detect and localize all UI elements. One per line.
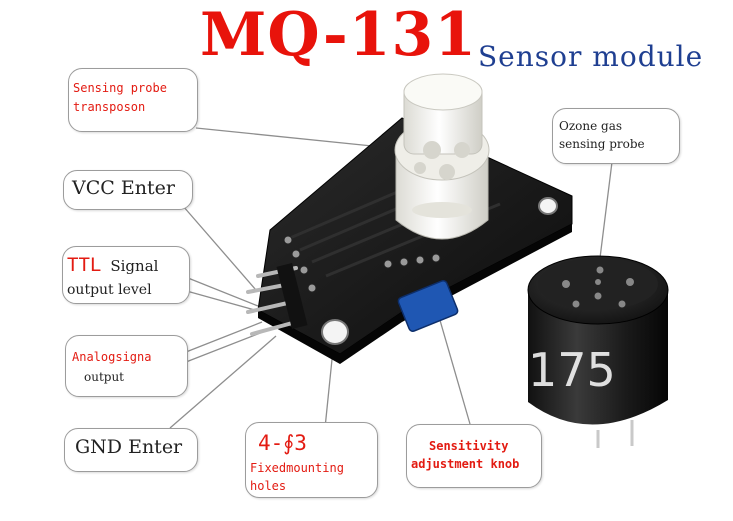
- callout-ozone-line1: Ozone gas: [559, 119, 623, 133]
- leader-ttl-1: [182, 275, 259, 307]
- callout-mount-line1: 4-∮3: [258, 431, 307, 455]
- callout-ttl: TTL Signal output level: [62, 246, 190, 304]
- leader-ozone: [599, 161, 613, 259]
- callout-mounting-holes: 4-∮3 Fixedmounting holes: [245, 422, 378, 498]
- ozone-probe: [527, 255, 669, 448]
- callout-gnd-text: GND Enter: [75, 436, 183, 458]
- callout-vcc-text: VCC Enter: [72, 177, 175, 199]
- callout-analog: Analogsigna output: [65, 335, 188, 397]
- potentiometer: [397, 280, 459, 332]
- callout-vcc: VCC Enter: [63, 170, 193, 210]
- callout-sensing-probe: Sensing probe transposon: [68, 68, 198, 132]
- mounting-hole-right: [538, 197, 558, 215]
- leader-ttl-2: [182, 289, 263, 313]
- mounting-hole-front: [321, 319, 349, 345]
- callout-ttl-line2: output level: [67, 282, 152, 298]
- watermark-number: 175: [528, 343, 616, 397]
- callout-gnd: GND Enter: [64, 428, 198, 472]
- leader-analog: [185, 321, 263, 353]
- leader-vcc: [182, 205, 257, 291]
- callout-analog-line2: output: [84, 370, 125, 384]
- callout-ttl-line1: TTL Signal: [67, 253, 185, 278]
- callout-ozone-probe: Ozone gas sensing probe: [552, 108, 680, 164]
- callout-sensitivity: Sensitivity adjustment knob: [406, 424, 542, 488]
- leader-probe: [195, 127, 393, 149]
- callout-ttl-label: TTL: [67, 254, 102, 276]
- module-board: [246, 117, 573, 364]
- callout-sens-line2: adjustment knob: [411, 457, 520, 471]
- callout-probe-line2: transposon: [73, 100, 146, 114]
- callout-ozone-line2: sensing probe: [559, 137, 645, 151]
- callout-analog-line1: Analogsigna: [72, 350, 152, 364]
- callout-mount-line2: Fixedmounting: [250, 461, 344, 475]
- subtitle: Sensor module: [478, 40, 704, 73]
- probe-cap: [394, 73, 490, 240]
- callout-mount-line3: holes: [250, 479, 287, 493]
- leader-gnd: [169, 335, 277, 429]
- callout-sens-line1: Sensitivity: [429, 439, 509, 453]
- callout-ttl-signal: Signal: [110, 257, 159, 275]
- title: MQ-131: [200, 0, 478, 70]
- callout-probe-line1: Sensing probe: [73, 81, 167, 95]
